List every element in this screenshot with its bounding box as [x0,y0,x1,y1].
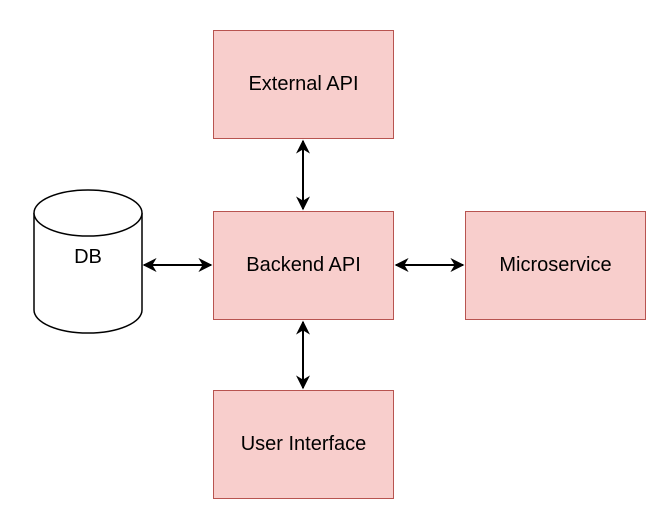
db-label: DB [74,246,102,268]
node-external-api[interactable]: External API [213,30,394,139]
node-external-api-label: External API [248,73,359,95]
node-microservice[interactable]: Microservice [465,211,646,320]
node-user-interface-label: User Interface [240,433,367,455]
node-user-interface[interactable]: User Interface [213,390,394,499]
node-backend-api[interactable]: Backend API [213,211,394,320]
db-cylinder [33,189,143,334]
node-backend-api-label: Backend API [246,254,361,276]
node-microservice-label: Microservice [499,254,612,276]
